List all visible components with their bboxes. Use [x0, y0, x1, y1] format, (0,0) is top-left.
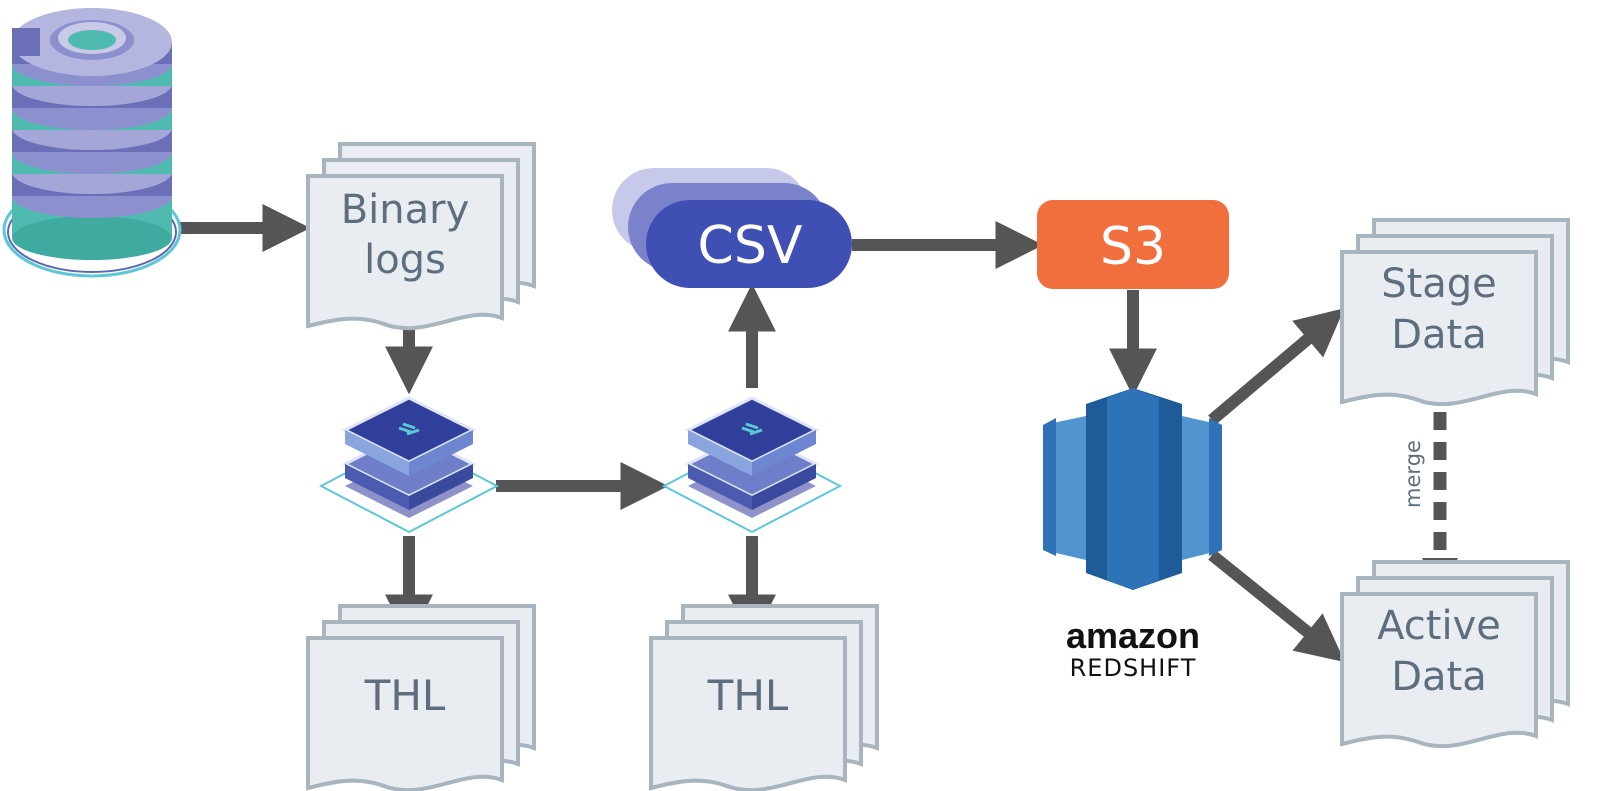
thl-left-doc: THL [306, 604, 536, 791]
stage-data-doc: Stage Data [1340, 218, 1570, 407]
arrow-redshift-to-active-data [1208, 550, 1345, 663]
active-data-line1: Active [1377, 603, 1501, 649]
database-icon [2, 8, 182, 278]
stage-data-line2: Data [1391, 312, 1487, 358]
redshift-icon [1043, 388, 1222, 590]
redshift-logo: amazon REDSHIFT [1066, 615, 1200, 682]
merge-label: merge [1401, 440, 1425, 508]
binary-logs-line1: Binary [341, 187, 470, 233]
thl-left-label: THL [364, 671, 446, 720]
thl-right-doc: THL [649, 604, 879, 791]
csv-label: CSV [698, 216, 803, 276]
s3-label: S3 [1100, 217, 1166, 277]
active-data-line2: Data [1391, 654, 1487, 700]
amazon-wordmark: amazon [1066, 615, 1200, 656]
thl-right-label: THL [707, 671, 789, 720]
stage-data-line1: Stage [1381, 261, 1497, 307]
binary-logs-line2: logs [364, 237, 446, 283]
s3-node: S3 [1037, 200, 1229, 289]
arrow-redshift-to-stage-data [1208, 308, 1345, 425]
csv-node: CSV [612, 168, 852, 288]
redshift-wordmark: REDSHIFT [1070, 654, 1197, 682]
replicator-icon [319, 396, 499, 534]
binary-logs-doc: Binary logs [306, 142, 536, 331]
replicator-icon [662, 396, 842, 534]
active-data-doc: Active Data [1340, 560, 1570, 749]
